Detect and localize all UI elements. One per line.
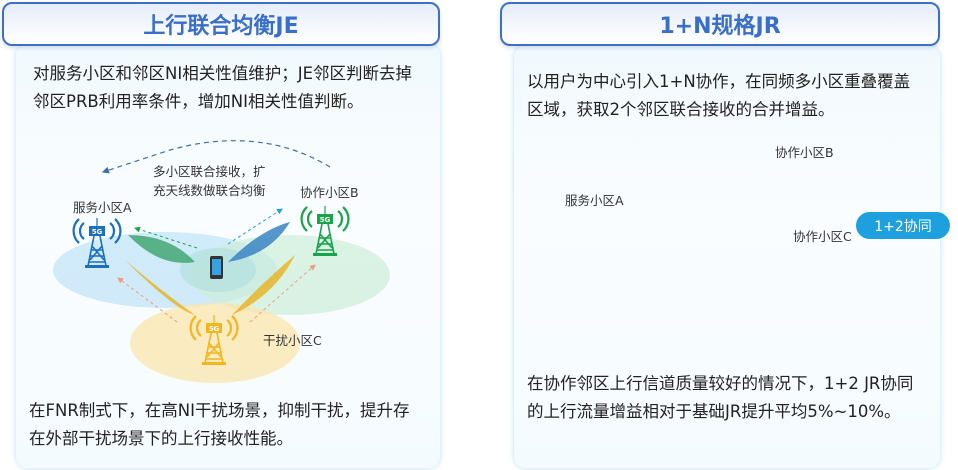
jr-badge: 1+2协同 [856, 212, 950, 239]
jr-label-c: 协作小区C [793, 229, 852, 244]
jr-label-b: 协作小区B [775, 145, 834, 160]
je-diagram [53, 140, 390, 383]
jr-footer: 在协作邻区上行信道质量较好的情况下，1+2 JR协同的上行流量增益相对于基础JR… [527, 374, 914, 421]
je-label-a: 服务小区A [73, 200, 132, 215]
jr-card [514, 46, 940, 468]
je-label-b: 协作小区B [300, 185, 359, 200]
jr-header: 1+N规格JR [500, 2, 940, 46]
je-label-c: 干扰小区C [263, 333, 322, 348]
jr-description: 以用户为中心引入1+N协作，在同频多小区重叠覆盖区域，获取2个邻区联合接收的合并… [527, 72, 911, 119]
jr-label-a: 服务小区A [565, 193, 624, 208]
je-footer: 在FNR制式下，在高NI干扰场景，抑制干扰，提升存在外部干扰场景下的上行接收性能… [29, 401, 410, 448]
je-header: 上行联合均衡JE [2, 2, 440, 46]
jr-title: 1+N规格JR [659, 14, 781, 39]
je-description: 对服务小区和邻区NI相关性值维护；JE邻区判断去掉邻区PRB利用率条件，增加NI… [33, 64, 413, 111]
je-annotation: 多小区联合接收，扩充天线数做联合均衡 [153, 164, 266, 198]
je-title: 上行联合均衡JE [143, 14, 299, 39]
